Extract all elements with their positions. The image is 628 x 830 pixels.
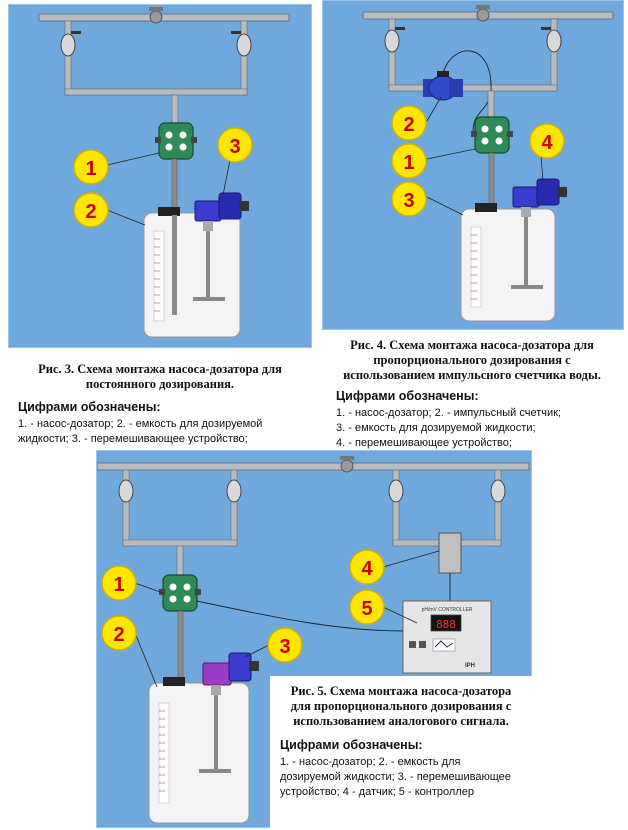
figure-3-diagram: 1 2 3: [38, 7, 290, 338]
valve-icon: [384, 29, 400, 53]
caption-line: Рис. 5. Схема монтажа насоса-дозатора: [290, 684, 512, 698]
controller: pH/mV CONTROLLER 888 IPH: [402, 600, 492, 674]
figure-5-legend: Цифрами обозначены: 1. - насос-дозатор; …: [280, 738, 530, 800]
signal-cable: [442, 50, 492, 132]
svg-text:2: 2: [403, 114, 414, 136]
caption-line: использованием импульсного счетчика воды…: [343, 368, 601, 382]
bypass-pipe-bottom: [388, 84, 558, 92]
marker-2: 2: [73, 192, 109, 228]
main-pipe: [97, 462, 530, 471]
figure-4-panel: 2 1 3 4: [322, 0, 624, 330]
legend-line: жидкости; 3. - перемешивающее устройство…: [18, 433, 248, 445]
bypass-pipe-bottom: [64, 88, 248, 96]
valve-icon: [476, 8, 490, 22]
legend-line: 1. - насос-дозатор; 2. - импульсный счет…: [336, 407, 561, 419]
svg-text:3: 3: [403, 190, 414, 212]
valve-icon: [388, 479, 404, 503]
marker-4: 4: [349, 549, 385, 585]
svg-text:2: 2: [113, 624, 124, 646]
figure-3-legend: Цифрами обозначены: 1. - насос-дозатор; …: [18, 400, 310, 447]
figure-5-panel: pH/mV CONTROLLER 888 IPH: [96, 450, 532, 828]
valve-icon: [546, 29, 562, 53]
caption-line: пропорционального дозирования с: [373, 353, 571, 367]
svg-text:IPH: IPH: [465, 663, 475, 669]
chemical-tank: [143, 207, 241, 338]
valve-icon: [149, 10, 163, 24]
svg-text:888: 888: [436, 618, 456, 631]
figure-4-caption: Рис. 4. Схема монтажа насоса-дозатора дл…: [322, 338, 622, 383]
valve-icon: [118, 479, 134, 503]
figure-5-caption: Рис. 5. Схема монтажа насоса-дозатора дл…: [270, 684, 532, 729]
figure-5-text-box: [270, 676, 532, 830]
pulse-water-meter: [423, 71, 463, 101]
marker-1: 1: [73, 149, 109, 185]
marker-1: 1: [391, 143, 427, 179]
legend-line: 3. - емкость для дозируемой жидкости;: [336, 422, 536, 434]
valve-icon: [60, 33, 76, 57]
svg-text:3: 3: [229, 136, 240, 158]
legend-line: дозируемой жидкости; 3. - перемешивающее: [280, 771, 511, 783]
legend-line: устройство; 4 - датчик; 5 - контроллер: [280, 786, 474, 798]
svg-text:pH/mV CONTROLLER: pH/mV CONTROLLER: [422, 607, 473, 613]
legend-line: 1. - насос-дозатор; 2. - емкость для доз…: [18, 418, 263, 430]
caption-line: постоянного дозирования.: [85, 377, 235, 391]
marker-2: 2: [101, 615, 137, 651]
figure-5-diagram: pH/mV CONTROLLER 888 IPH: [97, 456, 530, 824]
marker-3: 3: [391, 181, 427, 217]
chemical-tank: [460, 203, 556, 322]
caption-line: Рис. 4. Схема монтажа насоса-дозатора дл…: [350, 338, 594, 352]
mixer-motor: [511, 178, 567, 289]
marker-4: 4: [529, 123, 565, 159]
svg-text:5: 5: [361, 598, 372, 620]
legend-line: 1. - насос-дозатор; 2. - емкость для: [280, 756, 461, 768]
marker-5: 5: [349, 589, 385, 625]
signal-cable: [196, 600, 404, 632]
marker-2: 2: [391, 105, 427, 141]
svg-text:4: 4: [361, 558, 373, 580]
figure-4-diagram: 2 1 3 4: [362, 5, 614, 322]
svg-text:1: 1: [113, 574, 124, 596]
bypass-pipe-right: [240, 20, 248, 96]
valve-icon: [226, 479, 242, 503]
marker-3: 3: [267, 627, 303, 663]
main-pipe: [38, 13, 290, 22]
legend-line: 4. - перемешивающее устройство;: [336, 437, 512, 449]
svg-text:1: 1: [85, 158, 96, 180]
legend-title: Цифрами обозначены:: [336, 389, 479, 403]
svg-text:1: 1: [403, 152, 414, 174]
svg-text:4: 4: [541, 132, 553, 154]
marker-3: 3: [217, 127, 253, 163]
valve-icon: [236, 33, 252, 57]
legend-title: Цифрами обозначены:: [18, 400, 161, 414]
dosing-pump: [159, 574, 201, 612]
caption-line: для пропорционального дозирования с: [290, 699, 512, 713]
dosing-pump: [471, 116, 513, 154]
marker-1: 1: [101, 565, 137, 601]
mixer-motor: [193, 192, 249, 301]
valve-icon: [490, 479, 506, 503]
figure-3-panel: 1 2 3: [8, 4, 312, 348]
legend-title: Цифрами обозначены:: [280, 738, 423, 752]
sensor: [438, 532, 462, 574]
figure-4-legend: Цифрами обозначены: 1. - насос-дозатор; …: [336, 389, 622, 451]
bypass-pipe-left: [64, 20, 72, 96]
dosing-pump: [155, 122, 197, 160]
svg-text:2: 2: [85, 201, 96, 223]
figure-3-caption: Рис. 3. Схема монтажа насоса-дозатора дл…: [10, 362, 310, 392]
mixer-motor: [199, 652, 259, 773]
caption-line: Рис. 3. Схема монтажа насоса-дозатора дл…: [38, 362, 282, 376]
valve-icon: [340, 459, 354, 473]
svg-text:3: 3: [279, 636, 290, 658]
chemical-tank: [148, 677, 250, 824]
caption-line: использованием аналогового сигнала.: [293, 714, 509, 728]
